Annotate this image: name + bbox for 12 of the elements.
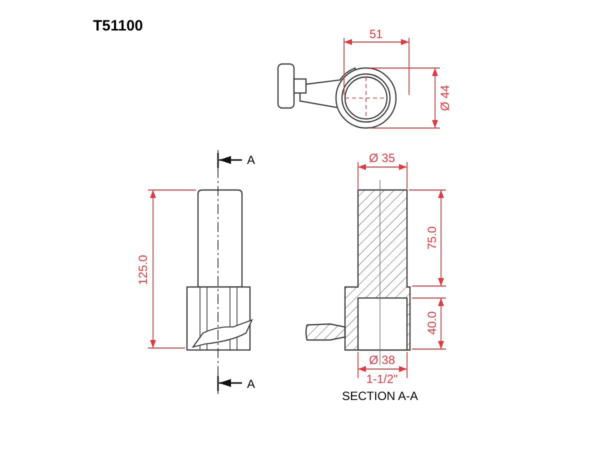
dimension-label: 125.0 bbox=[137, 254, 149, 286]
dimension-label: 1-1/2" bbox=[366, 373, 398, 385]
title: T51100 bbox=[92, 18, 144, 34]
section-marker-label: A bbox=[247, 378, 255, 390]
section-marker-label: A bbox=[247, 154, 255, 166]
dimension-label: 75.0 bbox=[426, 226, 438, 250]
dimension-label: 51 bbox=[369, 28, 383, 40]
section-title: SECTION A-A bbox=[342, 390, 418, 402]
dimension-label: Ø 44 bbox=[439, 85, 451, 111]
dimension-label: 40.0 bbox=[426, 311, 438, 335]
dimension-label: Ø 38 bbox=[369, 354, 395, 366]
dimension-label: Ø 35 bbox=[369, 152, 395, 164]
